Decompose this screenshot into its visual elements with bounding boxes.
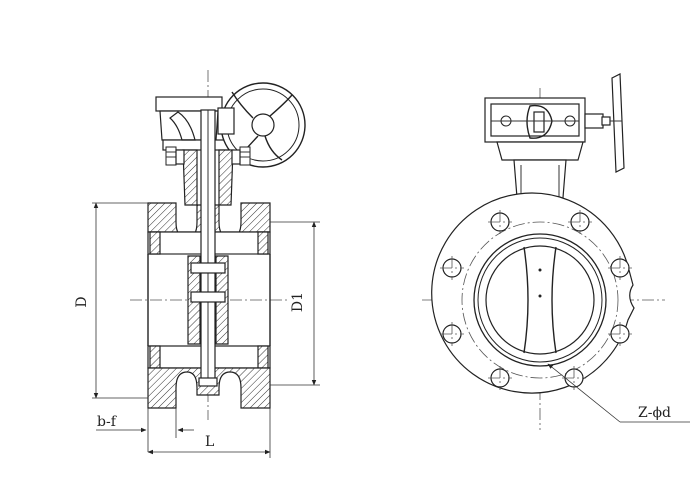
front-seat-and-disc bbox=[473, 233, 607, 367]
label-b-f: b-f bbox=[97, 414, 118, 430]
handwheel bbox=[217, 82, 306, 168]
dim-Z-phi-d: Z-ϕd bbox=[547, 363, 690, 423]
front-handwheel bbox=[584, 73, 625, 173]
front-bolt-holes bbox=[440, 210, 632, 390]
valve-stem bbox=[190, 109, 226, 387]
label-Z-phi-d: Z-ϕd bbox=[638, 405, 671, 421]
dim-D: D bbox=[74, 202, 148, 399]
label-D1: D1 bbox=[290, 292, 306, 312]
label-D: D bbox=[74, 296, 90, 307]
dim-b-f: b-f bbox=[96, 408, 194, 452]
front-view: Z-ϕd bbox=[422, 73, 690, 430]
front-gearbox bbox=[484, 97, 586, 161]
dim-L: L bbox=[147, 408, 271, 458]
label-L: L bbox=[205, 434, 214, 450]
dim-D1: D1 bbox=[270, 221, 320, 386]
section-view: D D1 b-f L bbox=[74, 70, 320, 458]
